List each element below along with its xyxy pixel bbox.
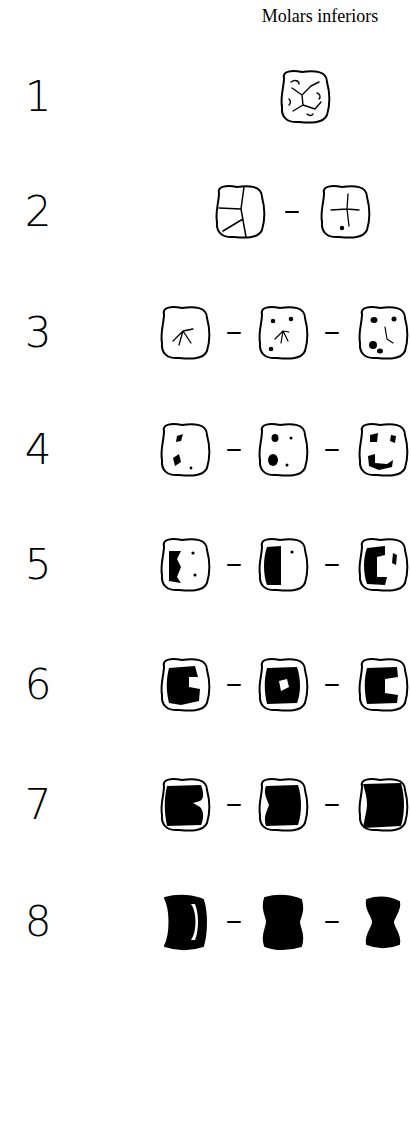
molar-stage-6 (359, 659, 407, 711)
stage-number: 2 (25, 191, 52, 233)
molar-stage-2 (216, 186, 264, 238)
molar-stage-5 (359, 539, 407, 591)
stage-number: 7 (25, 784, 52, 826)
molar-stage-4 (359, 424, 407, 476)
molar-stage-6 (161, 659, 209, 711)
molar-stage-7 (161, 779, 209, 831)
molar-stage-8 (264, 896, 303, 949)
stage-number: 8 (25, 901, 52, 943)
molar-stage-4 (161, 424, 209, 476)
molar-stage-6 (259, 659, 307, 711)
molar-stage-1 (281, 71, 329, 123)
molar-stage-3 (259, 307, 307, 359)
stage-number: 1 (25, 76, 52, 118)
stage-number: 5 (25, 544, 52, 586)
stage-number: 6 (25, 664, 52, 706)
molar-stage-7 (259, 779, 307, 831)
molar-stage-5 (259, 539, 307, 591)
molar-stage-3 (161, 307, 209, 359)
molar-stage-2 (321, 186, 369, 238)
diagram-title: Molars inferiors (262, 6, 378, 27)
molar-stage-8 (165, 896, 206, 949)
stage-number: 4 (25, 429, 52, 471)
molar-stage-4 (259, 424, 307, 476)
molar-stage-7 (359, 779, 407, 831)
stage-number: 3 (25, 312, 52, 354)
molar-stage-8 (367, 898, 400, 947)
molar-stage-3 (359, 307, 407, 359)
molar-stage-5 (161, 539, 209, 591)
